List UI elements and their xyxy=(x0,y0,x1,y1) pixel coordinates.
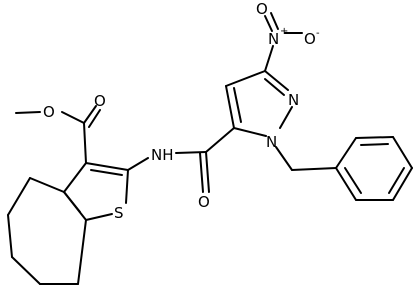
atom-nitro-n: N xyxy=(268,30,279,48)
bonds xyxy=(7,12,413,285)
bond-ph-1-2 xyxy=(335,137,357,169)
atom-pyrazole-n2: N xyxy=(288,91,299,109)
bond-methyl-o xyxy=(15,111,41,114)
bond-c3-n2-pyrazole xyxy=(264,70,289,91)
bond-ch2-phenyl xyxy=(291,167,337,171)
bond-carbonyl-c-o-double-2 xyxy=(88,109,101,128)
bond-c5-c6 xyxy=(7,214,13,258)
bond-c3-c2 xyxy=(85,162,129,171)
bond-c2-s xyxy=(125,169,129,204)
bond-ph-6-1 xyxy=(335,167,357,201)
bond-c5-c4-pyrazole xyxy=(225,85,235,129)
atom-amide-o: O xyxy=(198,193,210,211)
atom-nitro-o-charge: - xyxy=(316,28,320,39)
bond-ph-inner-a xyxy=(360,143,389,146)
bond-c2-n-amide xyxy=(127,157,149,171)
bond-carbonyl-c-c3 xyxy=(83,122,87,164)
atom-thiophene-s: S xyxy=(114,204,124,222)
bond-ph-2-3 xyxy=(355,136,394,139)
atom-nitro-o-double: O xyxy=(256,0,268,18)
bond-n2-n1-pyrazole xyxy=(279,106,293,129)
bond-nitro-n-o-double xyxy=(264,15,273,32)
bond-c4-c3-pyrazole xyxy=(225,70,266,87)
bond-s-c7a xyxy=(85,213,113,221)
atom-amide-nh: NH xyxy=(151,146,174,164)
bond-c7a-c3a-inner xyxy=(63,191,81,213)
bond-c-amide-o-2 xyxy=(199,152,204,193)
bond-n1-ch2 xyxy=(275,146,293,171)
atom-labels: O O O N + O - N N NH O S xyxy=(43,0,320,222)
atom-pyrazole-n1: N xyxy=(266,133,277,151)
bond-c-amide-pyrazole-c5 xyxy=(205,127,235,153)
atom-nitro-n-charge: + xyxy=(280,26,288,37)
bond-c6-c7 xyxy=(11,256,41,285)
bond-c3a-c3 xyxy=(63,162,87,193)
bond-n-amide-c-amide xyxy=(175,151,207,154)
bond-c3-n2-pyrazole-inner xyxy=(264,78,285,96)
bond-c5-c4-pyrazole-inner xyxy=(233,87,242,123)
bond-c3-c2-inner xyxy=(90,169,123,176)
bond-c3a-c4 xyxy=(29,177,65,193)
bond-carbonyl-c-o-double xyxy=(83,105,97,124)
bond-ph-3-4 xyxy=(392,136,413,169)
bond-c3-nitro-n xyxy=(264,45,274,72)
atom-ester-o-methoxy: O xyxy=(43,103,55,121)
bond-ph-4-5 xyxy=(392,167,413,201)
bond-n1-c5-pyrazole xyxy=(233,127,267,137)
atom-nitro-o-single: O xyxy=(304,30,316,48)
bond-c-amide-o xyxy=(205,151,210,193)
bond-nitro-n-o-double-2 xyxy=(270,12,279,30)
bond-o-carbonyl-c xyxy=(61,111,85,124)
bond-ph-inner-c xyxy=(344,167,362,194)
bond-c8-c7a xyxy=(77,219,87,285)
bond-c4-c5 xyxy=(7,177,31,216)
bond-ph-inner-b xyxy=(388,167,405,194)
atom-ester-o-carbonyl: O xyxy=(94,92,106,110)
